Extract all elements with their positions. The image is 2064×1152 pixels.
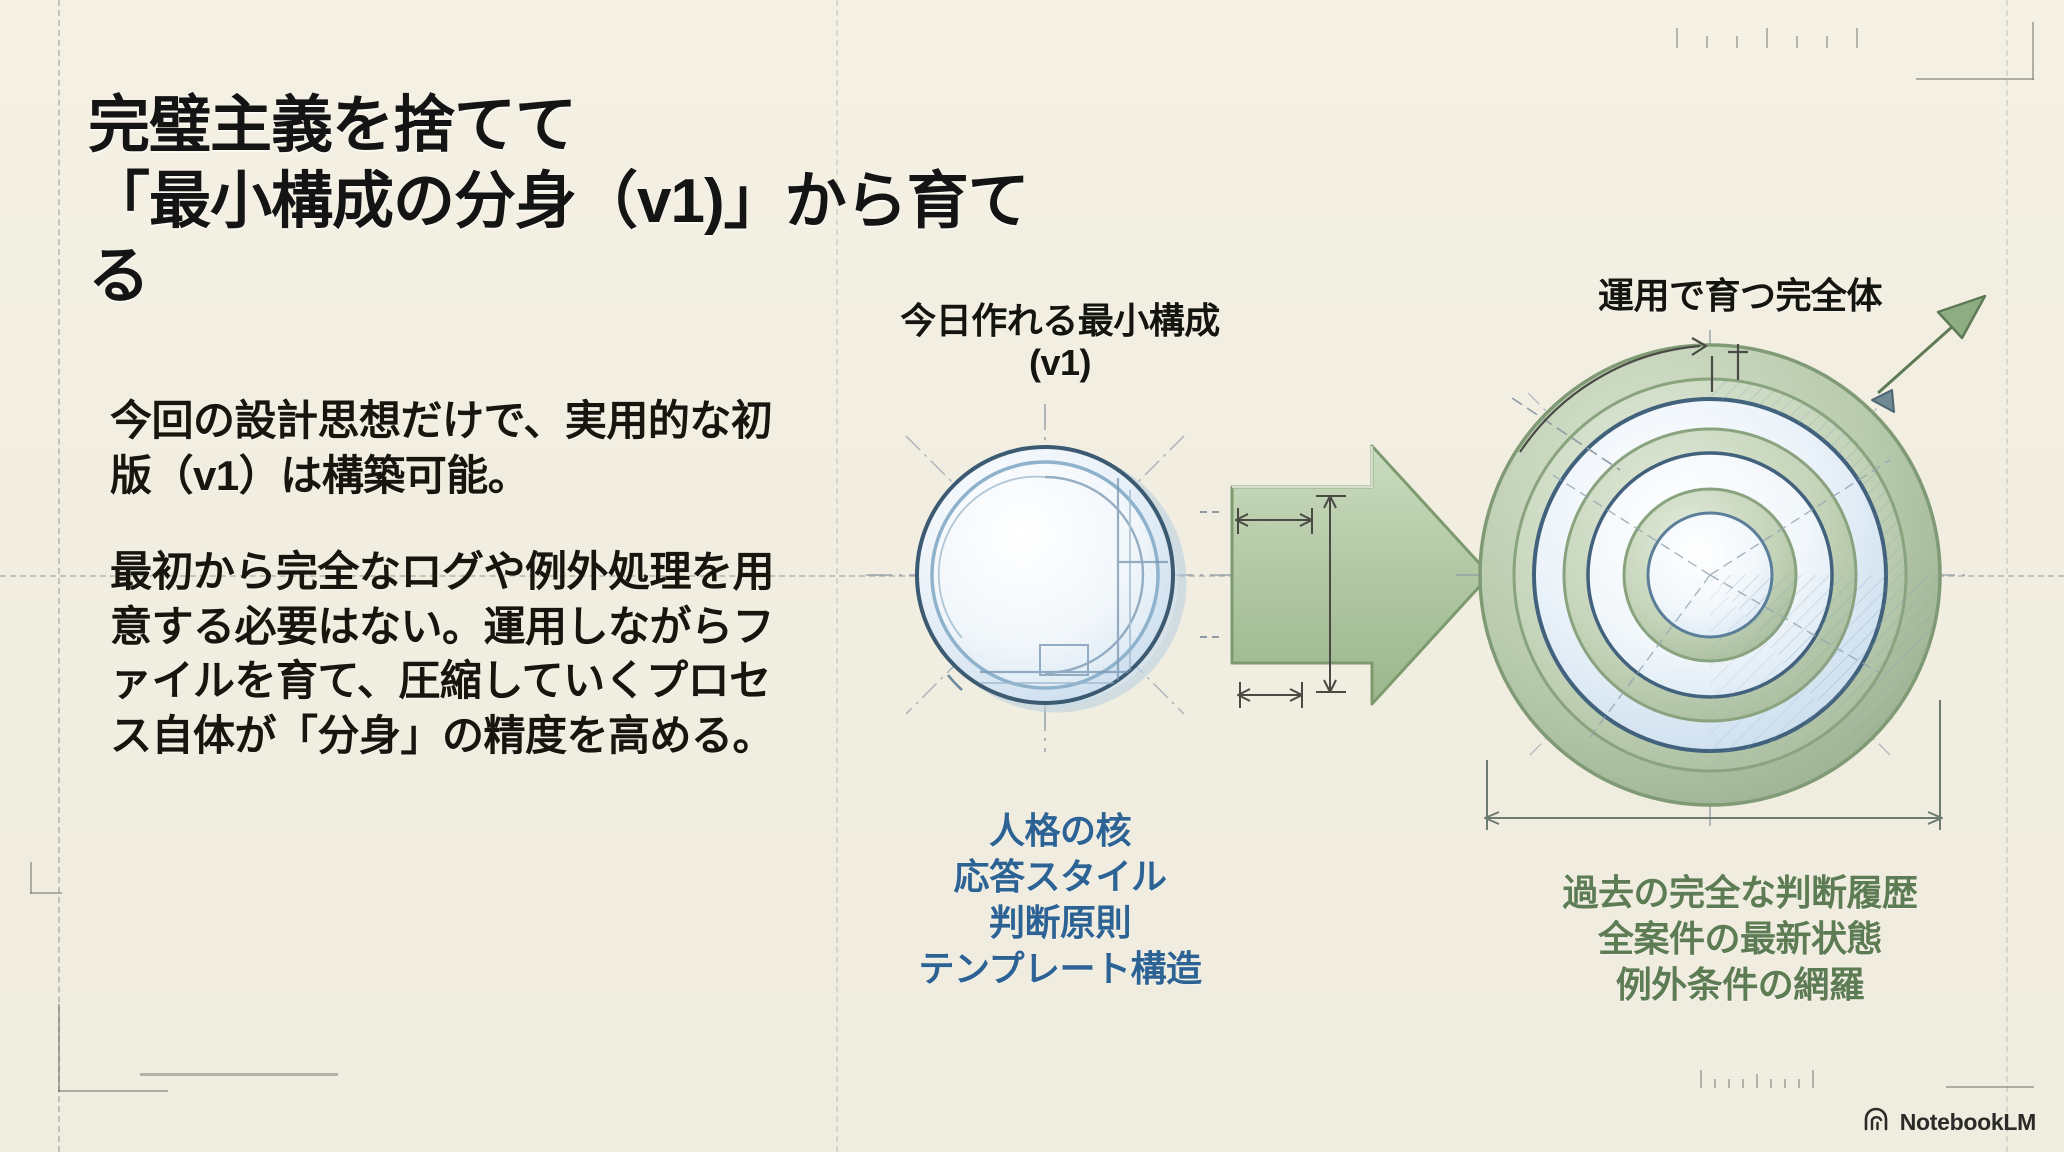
left-heading-line-1: 今日作れる最小構成 bbox=[900, 300, 1220, 341]
right-diagram-captions: 過去の完全な判断履歴 全案件の最新状態 例外条件の網羅 bbox=[1490, 870, 1990, 1008]
slide-title: 完璧主義を捨てて 「最小構成の分身（v1)」から育てる bbox=[88, 88, 1088, 315]
left-caption-item-2: 応答スタイル bbox=[953, 856, 1167, 898]
corner-mark-bottom-right bbox=[1944, 1048, 2034, 1088]
left-caption-item-4: テンプレート構造 bbox=[918, 948, 1202, 990]
body-text-block: 今回の設計思想だけで、実用的な初版（v1）は構築可能。 最初から完全なログや例外… bbox=[110, 352, 790, 806]
ruler-ticks-bottom-left bbox=[140, 1072, 340, 1076]
right-diagram-heading: 運用で育つ完全体 bbox=[1500, 275, 1980, 317]
guide-line-vertical-left bbox=[58, 0, 60, 1152]
ruler-ticks-bottom bbox=[1700, 1068, 1870, 1088]
guide-line-vertical-right bbox=[2006, 0, 2008, 1152]
corner-mark-top-right bbox=[1914, 22, 2034, 82]
right-circle-group bbox=[1456, 294, 1987, 830]
left-diagram-captions: 人格の核 応答スタイル 判断原則 テンプレート構造 bbox=[820, 808, 1300, 992]
right-caption-item-3: 例外条件の網羅 bbox=[1615, 964, 1865, 1006]
left-caption-item-3: 判断原則 bbox=[988, 902, 1132, 944]
notebooklm-arc-icon bbox=[1864, 1107, 1890, 1134]
growth-arrow bbox=[1230, 444, 1492, 706]
body-paragraph-1: 今回の設計思想だけで、実用的な初版（v1）は構築可能。 bbox=[110, 397, 773, 499]
left-heading-line-2: (v1) bbox=[1028, 342, 1092, 384]
arrow-dimension-marks bbox=[1235, 495, 1346, 708]
body-paragraph-2: 最初から完全なログや例外処理を用意する必要はない。運用しながらファイルを育て、圧… bbox=[110, 548, 775, 759]
notebooklm-label: NotebookLM bbox=[1899, 1109, 2037, 1135]
corner-mark-left-tick bbox=[30, 860, 64, 894]
title-line-2: 「最小構成の分身（v1)」から育てる bbox=[88, 166, 1030, 312]
right-heading-line-1: 運用で育つ完全体 bbox=[1597, 275, 1883, 316]
notebooklm-watermark: NotebookLM bbox=[1864, 1107, 2037, 1136]
left-diagram-heading: 今日作れる最小構成 (v1) bbox=[820, 300, 1300, 385]
right-caption-item-1: 過去の完全な判断履歴 bbox=[1562, 872, 1918, 913]
title-line-1: 完璧主義を捨てて bbox=[88, 91, 577, 160]
ruler-ticks-top bbox=[1676, 28, 1876, 50]
left-circle-group bbox=[866, 404, 1246, 752]
left-caption-item-1: 人格の核 bbox=[988, 810, 1132, 851]
corner-mark-bottom-left bbox=[30, 1002, 170, 1092]
right-caption-item-2: 全案件の最新状態 bbox=[1597, 918, 1883, 960]
